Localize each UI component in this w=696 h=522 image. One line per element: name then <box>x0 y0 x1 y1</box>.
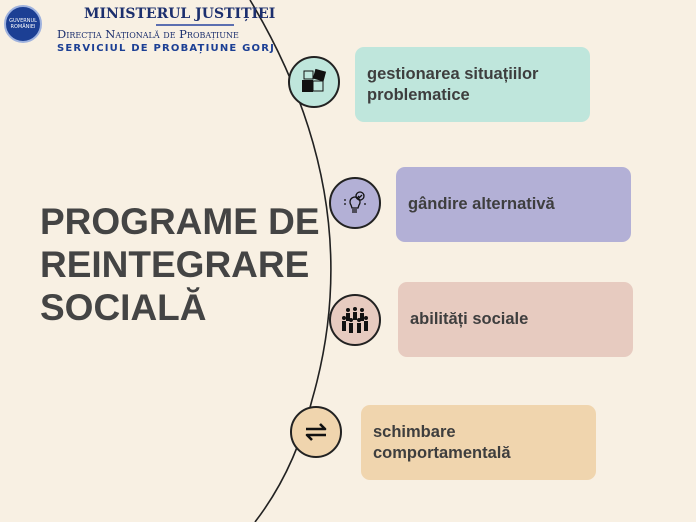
item-card: gândire alternativă <box>396 167 631 242</box>
divider <box>156 24 234 26</box>
people-group-icon <box>329 294 381 346</box>
item-card: schimbare comportamentală <box>361 405 596 480</box>
swap-arrows-icon <box>290 406 342 458</box>
title-line: SOCIALĂ <box>40 287 207 328</box>
item-card: gestionarea situațiilor problematice <box>355 47 590 122</box>
title-line: PROGRAME DE <box>40 201 320 242</box>
service-name: SERVICIUL DE PROBAȚIUNE GORJ <box>57 43 276 54</box>
directorate-name: Direcția Națională de Probațiune <box>57 27 239 41</box>
ministry-name: MINISTERUL JUSTIȚIEI <box>84 6 276 22</box>
item-card: abilități sociale <box>398 282 633 357</box>
page-title: PROGRAME DE REINTEGRARE SOCIALĂ <box>40 200 320 329</box>
puzzle-icon <box>288 56 340 108</box>
title-line: REINTEGRARE <box>40 244 310 285</box>
lightbulb-icon <box>329 177 381 229</box>
